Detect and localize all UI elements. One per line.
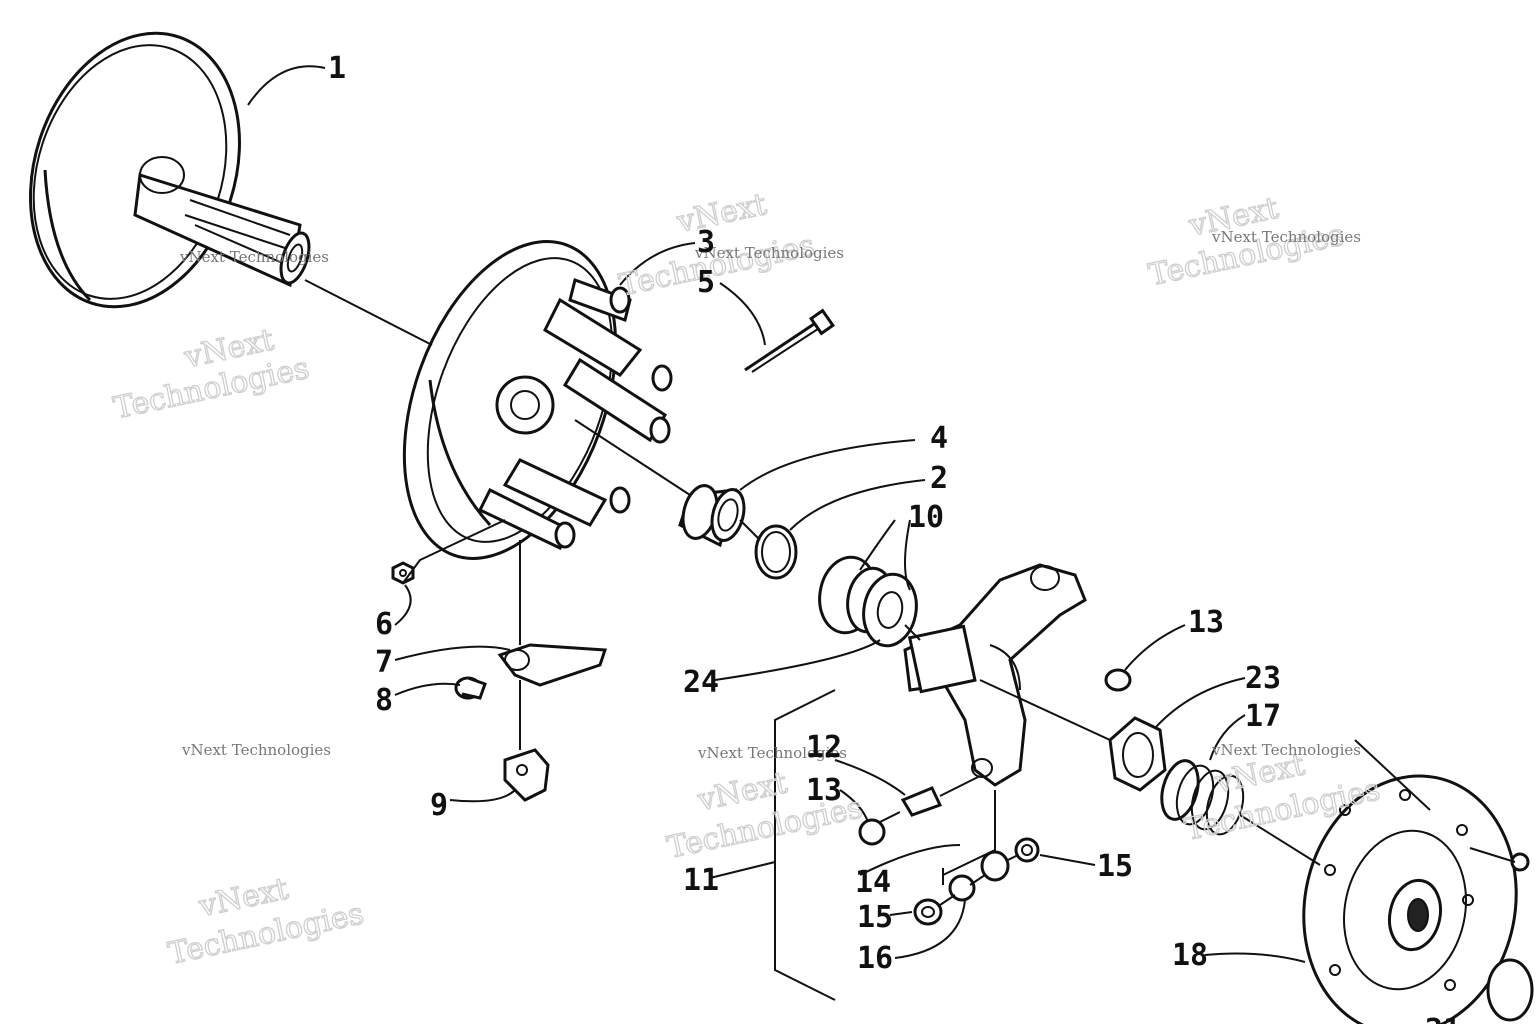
callout-label: 11 <box>683 863 719 898</box>
callout-label: 1 <box>328 51 346 86</box>
part-23-nut <box>1108 716 1167 792</box>
part-18-sheave <box>1302 774 1534 1024</box>
part-17-spring <box>1160 759 1245 836</box>
callout-label: 10 <box>908 500 944 535</box>
watermark-big: vNext <box>673 187 769 240</box>
watermark-small: vNext Technologies <box>181 741 331 759</box>
callout-label: 17 <box>1245 699 1281 734</box>
callout-label: 7 <box>375 645 393 680</box>
bracket-11 <box>774 689 836 1001</box>
part-3-housing <box>402 240 673 560</box>
callout-label: 12 <box>806 730 842 765</box>
part-2-snap-ring <box>754 524 798 580</box>
callout-label: 2 <box>930 461 948 496</box>
watermark-small: vNext Technologies <box>1211 228 1361 246</box>
callout-label: 21 <box>1425 1013 1461 1024</box>
callout-label: 16 <box>857 941 893 976</box>
callout-label: 5 <box>697 265 715 300</box>
part-1-sheave <box>29 31 311 309</box>
callout-label: 15 <box>1097 849 1133 884</box>
callout-label: 13 <box>806 773 842 808</box>
callout-label: 8 <box>375 683 393 718</box>
part-10-spacers <box>818 555 918 648</box>
callout-label: 14 <box>855 865 891 900</box>
watermark-big: Technologies <box>616 228 817 304</box>
part-4-bushing <box>678 484 746 548</box>
watermark-small: vNext Technologies <box>694 244 844 262</box>
callout-label: 4 <box>930 421 948 456</box>
part-5-bolt <box>744 308 835 373</box>
callout-label: 3 <box>697 225 715 260</box>
watermark-small: vNext Technologies <box>1211 741 1361 759</box>
callout-label: 24 <box>683 665 719 700</box>
bracket-14 <box>942 790 996 885</box>
callout-label: 6 <box>375 607 393 642</box>
callout-label: 13 <box>1188 605 1224 640</box>
parts-6-9-small <box>391 561 608 802</box>
leader-lines <box>247 65 1306 963</box>
watermark-small: vNext Technologies <box>179 248 329 266</box>
callout-label: 15 <box>857 900 893 935</box>
parts-12-16-small <box>858 668 1132 926</box>
callout-label: 18 <box>1172 938 1208 973</box>
watermark-small: vNext Technologies <box>697 744 847 762</box>
callout-label: 23 <box>1245 661 1281 696</box>
callout-label: 9 <box>430 788 448 823</box>
part-11-roller-arm <box>903 563 1087 787</box>
assembly-axis-lines <box>304 279 1516 906</box>
